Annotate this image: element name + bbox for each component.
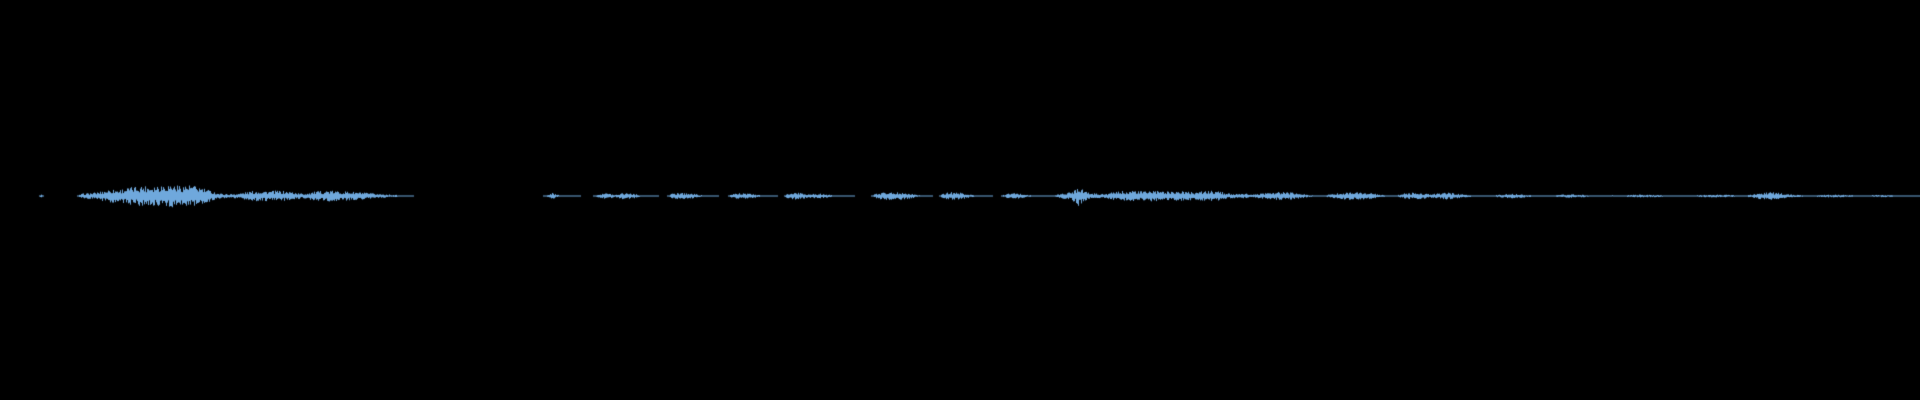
audio-track-view xyxy=(0,0,1920,400)
audio-waveform[interactable] xyxy=(0,0,1920,400)
